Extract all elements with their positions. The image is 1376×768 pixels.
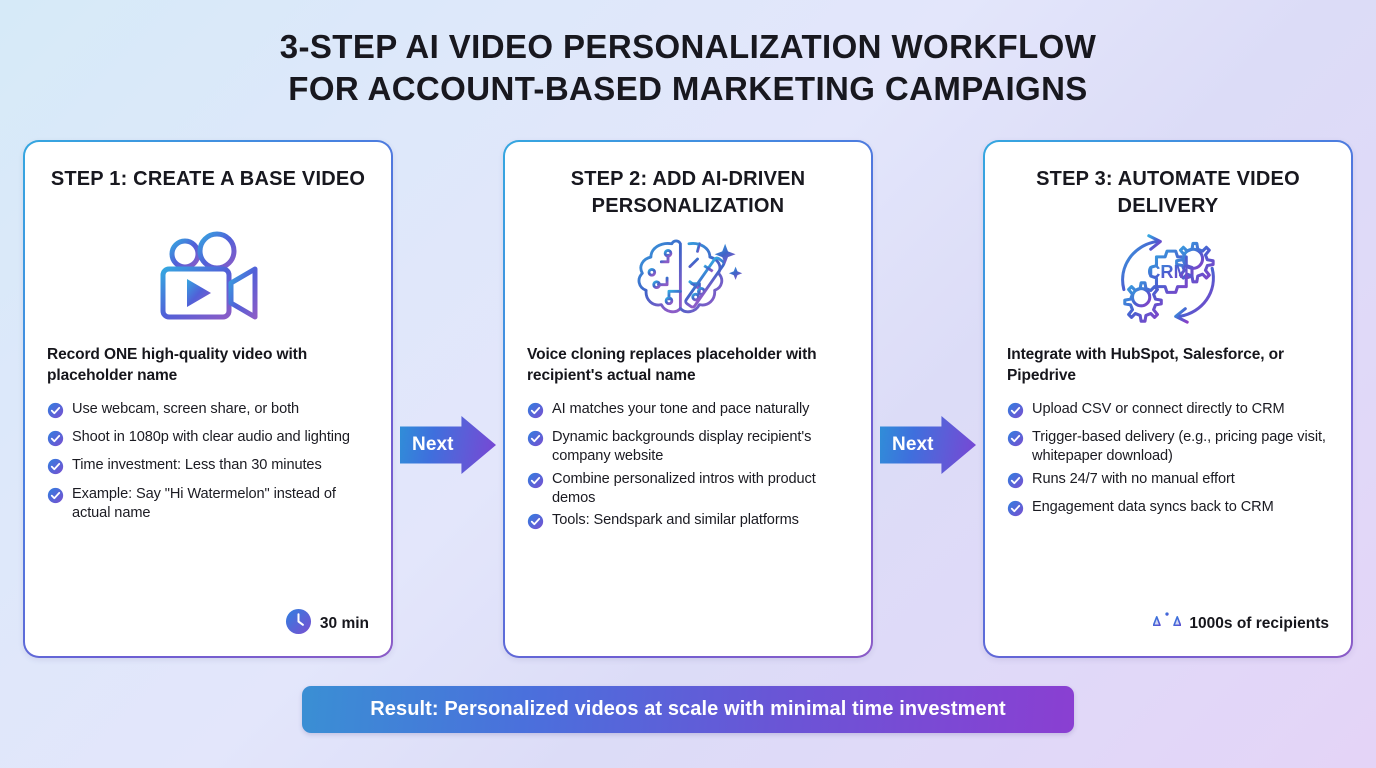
list-item: Time investment: Less than 30 minutes xyxy=(47,456,369,481)
list-item-label: Engagement data syncs back to CRM xyxy=(1032,498,1274,515)
check-circle-icon xyxy=(47,430,64,453)
step-card-slot-3: Step 3: Automate Video Delivery xyxy=(983,140,1353,658)
arrow-slot-2: Next xyxy=(873,140,983,658)
list-item: Runs 24/7 with no manual effort xyxy=(1007,470,1329,495)
list-item: Shoot in 1080p with clear audio and ligh… xyxy=(47,428,369,453)
next-arrow-2-label: Next xyxy=(892,434,934,455)
check-circle-icon xyxy=(1007,500,1024,523)
next-arrow-1-label: Next xyxy=(412,434,454,455)
step-card-2-title: Step 2: Add AI-Driven Personalization xyxy=(570,168,806,217)
step-card-1[interactable]: Step 1: Create a Base Video xyxy=(23,140,393,658)
list-item-label: AI matches your tone and pace naturally xyxy=(552,400,810,417)
list-item-label: Use webcam, screen share, or both xyxy=(72,400,300,417)
list-item-label: Upload CSV or connect directly to CRM xyxy=(1032,400,1285,417)
result-banner: Result: Personalized videos at scale wit… xyxy=(302,686,1074,733)
step-card-3[interactable]: Step 3: Automate Video Delivery xyxy=(983,140,1353,658)
step-card-2-footer xyxy=(527,610,849,640)
list-item-label: Trigger-based delivery (e.g., pricing pa… xyxy=(1032,429,1326,465)
check-circle-icon xyxy=(527,402,544,425)
check-circle-icon xyxy=(47,487,64,510)
check-circle-icon xyxy=(527,513,544,536)
page-title-line-1: 3-Step AI Video Personalization Workflow xyxy=(279,28,1097,65)
list-item: Use webcam, screen share, or both xyxy=(47,400,369,425)
step-card-3-footer-label: 1000s of recipients xyxy=(1189,615,1329,632)
list-item-label: Time investment: Less than 30 minutes xyxy=(72,457,322,474)
step-card-2[interactable]: Step 2: Add AI-Driven Personalization xyxy=(503,140,873,658)
brain-magic-wand-icon xyxy=(527,226,849,330)
step-card-2-headline: Voice cloning replaces placeholder with … xyxy=(527,346,817,385)
step-card-1-headline: Record ONE high-quality video with place… xyxy=(47,346,308,385)
check-circle-icon xyxy=(47,458,64,481)
step-card-1-footer: 30 min xyxy=(47,608,369,640)
step-card-slot-1: Step 1: Create a Base Video xyxy=(23,140,393,658)
check-circle-icon xyxy=(527,472,544,495)
step-card-1-footer-label: 30 min xyxy=(319,615,369,632)
check-circle-icon xyxy=(1007,430,1024,453)
clock-icon xyxy=(285,608,312,640)
list-item-label: Dynamic backgrounds display recipient's … xyxy=(552,429,812,465)
video-camera-icon xyxy=(47,226,369,330)
list-item-label: Tools: Sendspark and similar platforms xyxy=(552,512,799,528)
step-card-3-headline: Integrate with HubSpot, Salesforce, or P… xyxy=(1007,346,1284,385)
next-arrow-1[interactable]: Next xyxy=(400,416,496,474)
list-item: Upload CSV or connect directly to CRM xyxy=(1007,400,1329,425)
step-card-slot-2: Step 2: Add AI-Driven Personalization xyxy=(503,140,873,658)
page-title-line-2: for Account-Based Marketing Campaigns xyxy=(288,70,1088,108)
list-item: Dynamic backgrounds display recipient's … xyxy=(527,428,849,467)
step-card-2-bullets: AI matches your tone and pace naturally … xyxy=(527,400,849,602)
svg-text:CRM: CRM xyxy=(1147,261,1189,282)
scales-icon xyxy=(1153,608,1182,640)
list-item-label: Shoot in 1080p with clear audio and ligh… xyxy=(72,429,350,445)
step-card-1-title: Step 1: Create a Base Video xyxy=(50,168,366,190)
next-arrow-2[interactable]: Next xyxy=(880,416,976,474)
step-card-3-footer: 1000s of recipients xyxy=(1007,608,1329,640)
list-item-label: Runs 24/7 with no manual effort xyxy=(1032,470,1235,487)
check-circle-icon xyxy=(1007,472,1024,495)
step-card-3-bullets: Upload CSV or connect directly to CRM Tr… xyxy=(1007,400,1329,600)
list-item-label: Example: Say "Hi Watermelon" instead of … xyxy=(72,485,336,521)
step-card-3-title: Step 3: Automate Video Delivery xyxy=(1036,168,1300,217)
check-circle-icon xyxy=(1007,402,1024,425)
workflow-steps-row: Step 1: Create a Base Video xyxy=(0,140,1376,658)
list-item: Example: Say "Hi Watermelon" instead of … xyxy=(47,485,369,524)
arrow-slot-1: Next xyxy=(393,140,503,658)
list-item: Combine personalized intros with product… xyxy=(527,470,849,509)
list-item: Trigger-based delivery (e.g., pricing pa… xyxy=(1007,428,1329,467)
list-item: Engagement data syncs back to CRM xyxy=(1007,498,1329,523)
result-banner-text: Result: Personalized videos at scale wit… xyxy=(370,698,1006,720)
check-circle-icon xyxy=(527,430,544,453)
list-item: Tools: Sendspark and similar platforms xyxy=(527,511,849,536)
page-title: 3-Step AI Video Personalization Workflow… xyxy=(0,0,1376,110)
crm-gears-icon: CRM xyxy=(1007,226,1329,330)
list-item-label: Combine personalized intros with product… xyxy=(552,470,816,506)
step-card-1-bullets: Use webcam, screen share, or both Shoot … xyxy=(47,400,369,600)
check-circle-icon xyxy=(47,402,64,425)
list-item: AI matches your tone and pace naturally xyxy=(527,400,849,425)
